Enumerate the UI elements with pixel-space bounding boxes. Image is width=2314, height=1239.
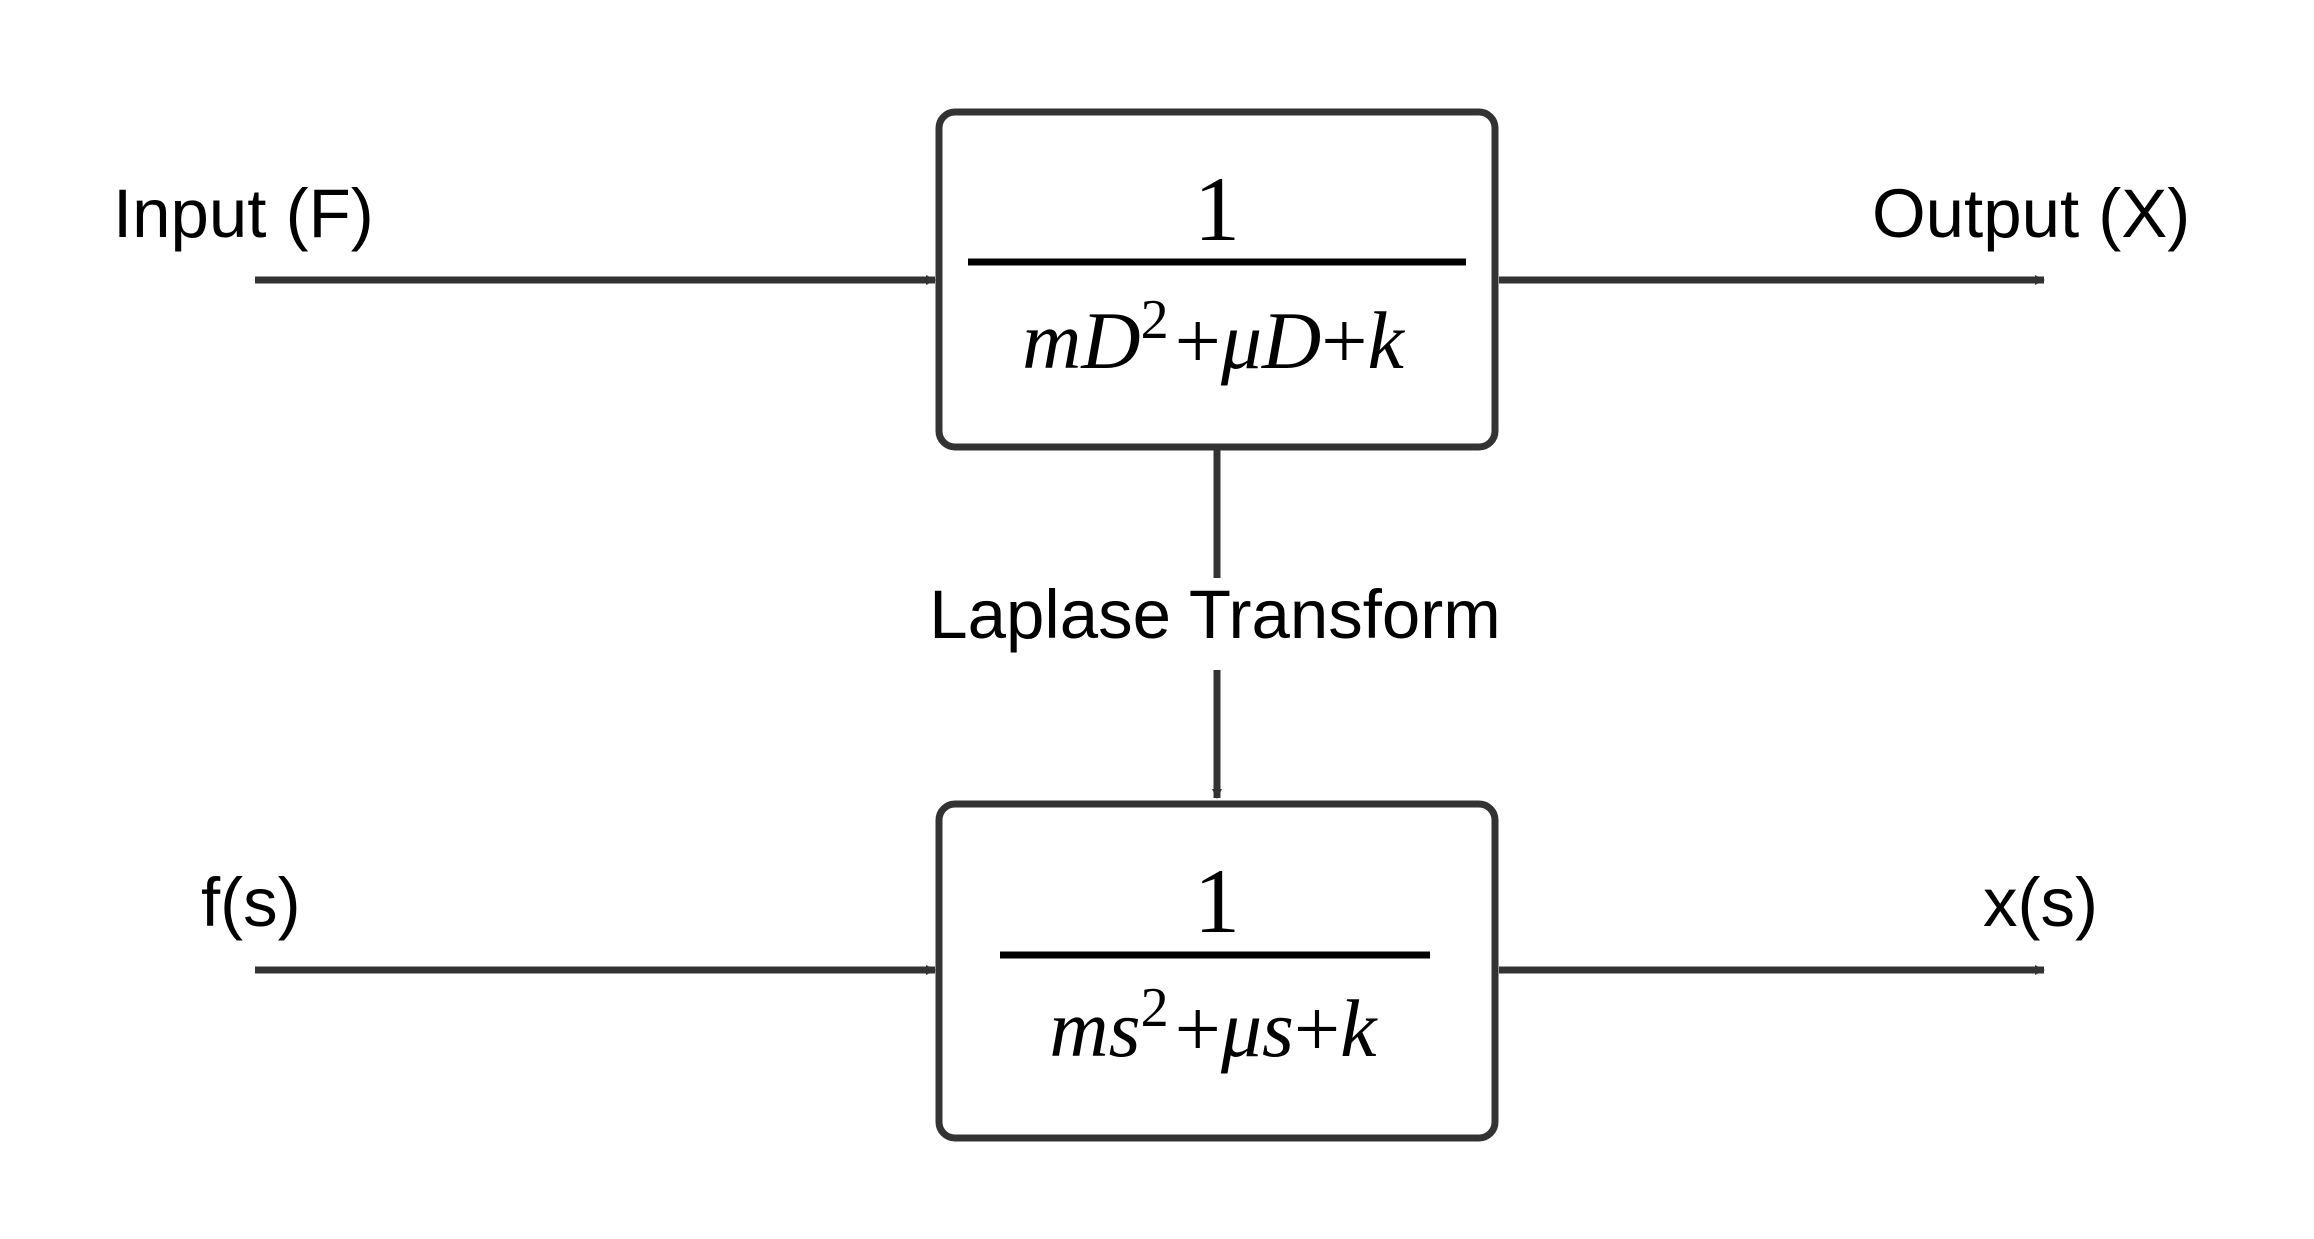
laplace-transform-label: Laplase Transform — [929, 576, 1500, 653]
input-bottom-label: f(s) — [201, 864, 301, 941]
top-denominator: mD2+μD+k — [1022, 289, 1405, 386]
bottom-denominator: ms2+μs+k — [1049, 977, 1378, 1074]
bottom-numerator: 1 — [1194, 850, 1240, 952]
bottom-transfer-function-block[interactable] — [935, 800, 1499, 1142]
output-bottom-label: x(s) — [1983, 864, 2098, 941]
top-numerator: 1 — [1194, 158, 1240, 260]
output-top-label: Output (X) — [1872, 175, 2190, 252]
top-transfer-function-block[interactable] — [935, 108, 1499, 451]
input-top-label: Input (F) — [113, 175, 374, 252]
